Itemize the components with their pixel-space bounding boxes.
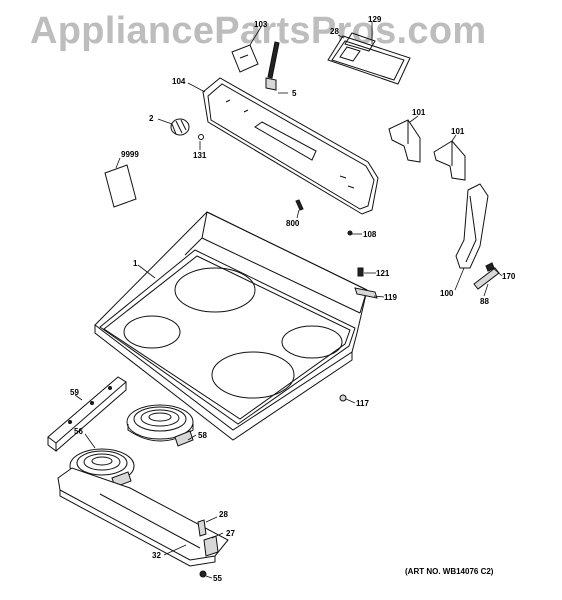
side-trim-part — [455, 183, 489, 269]
leader-lines — [74, 22, 503, 579]
callout-59: 59 — [70, 388, 79, 397]
callout-32: 32 — [152, 551, 161, 560]
callout-119: 119 — [384, 293, 397, 302]
callout-101-left: 101 — [412, 108, 426, 117]
callout-129: 129 — [368, 15, 382, 24]
screw-part — [485, 262, 495, 272]
fastener-part — [357, 267, 364, 277]
bracket-part — [433, 140, 466, 181]
grommet-part — [339, 394, 347, 402]
art-number: (ART NO. WB14076 C2) — [405, 567, 494, 576]
rail-bracket-part — [47, 376, 127, 452]
callout-28-top: 28 — [330, 27, 339, 36]
control-board-part — [327, 32, 411, 85]
callout-28: 28 — [219, 510, 228, 519]
callout-119-121: 121 — [376, 269, 390, 278]
cooktop-part — [94, 211, 368, 441]
callout-108: 108 — [363, 230, 377, 239]
callout-5: 5 — [292, 89, 297, 98]
callout-800: 800 — [286, 219, 300, 228]
callout-9999: 9999 — [121, 150, 139, 159]
burner-support-part — [57, 467, 229, 567]
burner-element-part — [126, 404, 194, 447]
callout-103: 103 — [254, 20, 268, 29]
callout-1: 1 — [133, 259, 138, 268]
callout-58: 58 — [198, 431, 207, 440]
screw-part — [295, 199, 304, 211]
terminal-block-part — [354, 287, 378, 299]
callout-56: 56 — [74, 427, 83, 436]
terminal-part — [203, 535, 219, 557]
knob-part — [170, 118, 190, 136]
literature-card-part — [104, 164, 137, 208]
callout-100: 100 — [440, 289, 454, 298]
backsplash-panel-part — [202, 77, 379, 215]
callout-101-right: 101 — [451, 127, 465, 136]
callout-27: 27 — [226, 529, 235, 538]
rod-part — [473, 267, 500, 290]
bracket-part — [388, 119, 421, 163]
callout-55: 55 — [213, 574, 222, 583]
screw-part — [199, 570, 207, 578]
callout-170: 170 — [502, 272, 516, 281]
callout-117: 117 — [356, 399, 369, 408]
callout-2: 2 — [149, 114, 154, 123]
harness-part — [265, 41, 280, 91]
fastener-part — [197, 519, 207, 537]
callout-131: 131 — [193, 151, 207, 160]
switch-part — [231, 44, 259, 73]
clip-part — [347, 230, 353, 236]
callout-104: 104 — [172, 77, 186, 86]
watermark: AppliancePartsPros.com — [30, 10, 487, 52]
callout-88: 88 — [480, 297, 489, 306]
screw-part — [198, 134, 204, 140]
